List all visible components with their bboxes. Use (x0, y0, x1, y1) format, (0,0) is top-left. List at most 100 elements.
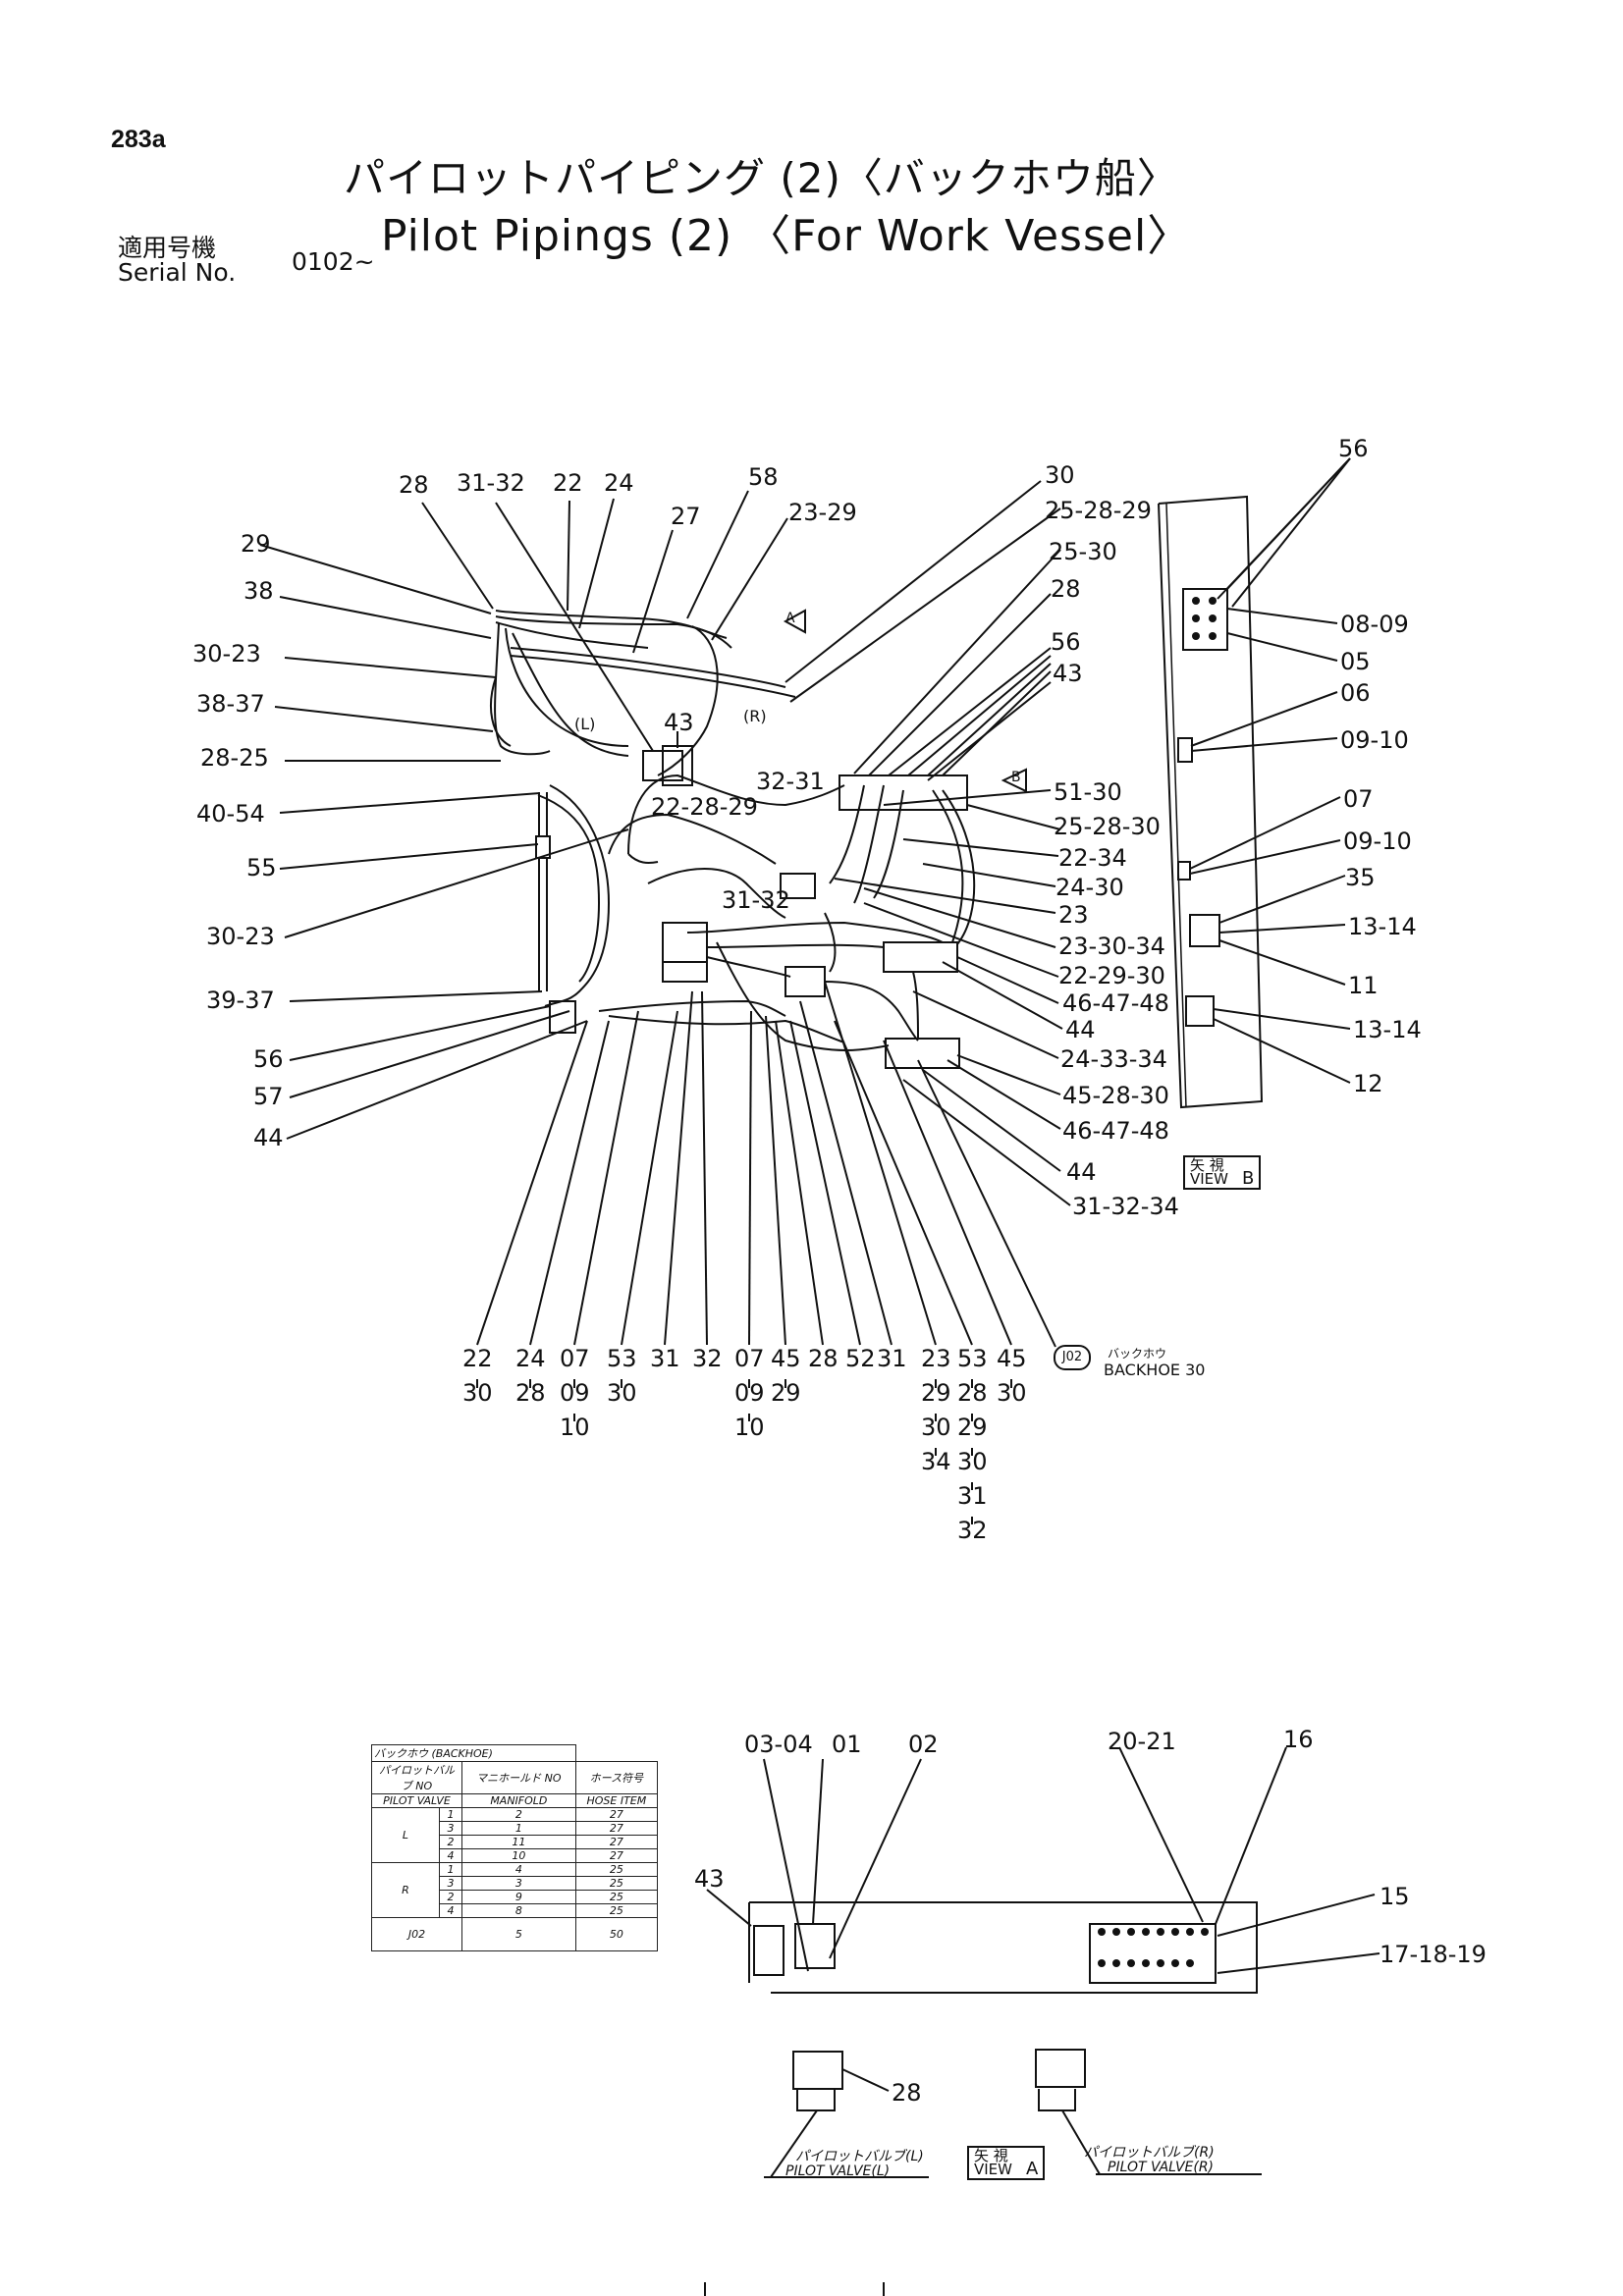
bottom-callout: 45 (771, 1345, 801, 1372)
valve-block-right (784, 966, 826, 997)
callout-29-left: 29 (241, 530, 271, 558)
bottom-callout: 29 (921, 1379, 951, 1407)
callout-56-left: 56 (253, 1045, 284, 1073)
table-cell-pilot-valve: 4 (439, 1848, 462, 1863)
callout-44-right-a: 44 (1065, 1016, 1096, 1043)
callout-23: 23 (1058, 901, 1089, 929)
table-cell-manifold: 11 (461, 1835, 576, 1849)
view-a-tag-jp: 矢 視 (974, 2147, 1008, 2164)
table-header-pilot-valve: PILOT VALVE (371, 1793, 462, 1808)
callout-43-center: 43 (664, 709, 694, 736)
pilot-valve-l-en: PILOT VALVE(L) (785, 2163, 891, 2179)
callout-32-31: 32-31 (756, 768, 825, 795)
callout-24-top: 24 (604, 469, 634, 497)
bottom-callout: 07 (560, 1345, 590, 1372)
table-cell-hose: 25 (574, 1903, 659, 1918)
bottom-callout: 22 (462, 1345, 493, 1372)
manifold-center (780, 873, 816, 899)
backhoe-hose-table: バックホウ (BACKHOE) パイロットバルブ NO マニホールド NO ホー… (371, 1744, 659, 1951)
callout-31-32-34: 31-32-34 (1072, 1193, 1179, 1220)
bottom-callout: 24 (515, 1345, 546, 1372)
table-footer-manifold: 5 (461, 1917, 576, 1951)
callout-28-25: 28-25 (200, 744, 269, 772)
callout-24-33-34: 24-33-34 (1060, 1045, 1167, 1073)
table-cell-manifold: 4 (461, 1862, 576, 1877)
callout-35: 35 (1345, 864, 1376, 891)
callout-01: 01 (832, 1731, 862, 1758)
serial-value: 0102~ (292, 247, 375, 276)
table-cell-pilot-valve: 3 (439, 1821, 462, 1836)
bottom-callout: 53 (607, 1345, 637, 1372)
backhoe-label-en: BACKHOE 30 (1104, 1361, 1206, 1379)
callout-02: 02 (908, 1731, 939, 1758)
table-cell-manifold: 10 (461, 1848, 576, 1863)
serial-label-en: Serial No. (118, 258, 237, 287)
callout-30-23-left-b: 30-23 (206, 923, 275, 950)
callout-07-view-b: 07 (1343, 785, 1374, 813)
valve-block-46b (885, 1038, 960, 1069)
callout-05: 05 (1340, 648, 1371, 675)
callout-23-30-34: 23-30-34 (1058, 933, 1165, 960)
table-cell-pilot-valve: 2 (439, 1835, 462, 1849)
callout-31-32-top: 31-32 (457, 469, 525, 497)
bottom-callout: 31 (957, 1482, 988, 1510)
callout-40-54: 40-54 (196, 800, 265, 828)
view-a-housing (749, 1901, 1258, 1994)
serial-label-jp: 適用号機 (118, 234, 217, 262)
table-cell-manifold: 2 (461, 1807, 576, 1822)
table-title: バックホウ (BACKHOE) (371, 1744, 576, 1762)
table-cell-hose: 27 (574, 1848, 659, 1863)
bottom-callout: 28 (808, 1345, 839, 1372)
callout-57: 57 (253, 1083, 284, 1110)
table-group-label: L (371, 1807, 440, 1863)
callout-30-23-left-a: 30-23 (192, 640, 261, 667)
view-b-tag-letter: B (1242, 1168, 1255, 1189)
callout-25-28-29: 25-28-29 (1045, 497, 1152, 524)
bottom-callout: 52 (845, 1345, 876, 1372)
bottom-callout: 10 (560, 1414, 590, 1441)
view-b-panel (1158, 495, 1264, 1109)
table-cell-pilot-valve: 1 (439, 1862, 462, 1877)
callout-13-14-a: 13-14 (1348, 913, 1417, 940)
bottom-callout: 30 (957, 1448, 988, 1475)
table-cell-manifold: 3 (461, 1876, 576, 1891)
callout-28-lower: 28 (892, 2079, 922, 2107)
table-cell-hose: 25 (574, 1862, 659, 1877)
callout-08-09: 08-09 (1340, 611, 1409, 638)
table-cell-pilot-valve: 2 (439, 1890, 462, 1904)
table-header-hose: HOSE ITEM (574, 1793, 659, 1808)
view-b-tag-en: VIEW (1190, 1170, 1228, 1188)
view-a-arrow (783, 609, 806, 634)
callout-46-47-48-b: 46-47-48 (1062, 1117, 1169, 1145)
table-cell-hose: 27 (574, 1807, 659, 1822)
bottom-callout: 10 (734, 1414, 765, 1441)
table-header-hose-jp: ホース符号 (574, 1761, 659, 1794)
bottom-callout: 30 (607, 1379, 637, 1407)
callout-22-top: 22 (553, 469, 583, 497)
callout-11: 11 (1348, 972, 1379, 999)
table-cell-hose: 25 (574, 1876, 659, 1891)
callout-45-28-30: 45-28-30 (1062, 1082, 1169, 1109)
callout-28-top: 28 (399, 471, 429, 499)
table-footer-hose: 50 (574, 1917, 659, 1951)
callout-39-37: 39-37 (206, 987, 275, 1014)
callout-22-34: 22-34 (1058, 844, 1127, 872)
bottom-callout: 28 (957, 1379, 988, 1407)
callout-25-30: 25-30 (1049, 538, 1117, 565)
callout-30-top: 30 (1045, 461, 1075, 489)
bottom-callout: 30 (462, 1379, 493, 1407)
manifold-top (839, 774, 968, 811)
bottom-callout: 53 (957, 1345, 988, 1372)
table-group-label: R (371, 1862, 440, 1918)
callout-16: 16 (1283, 1726, 1314, 1753)
callout-12: 12 (1353, 1070, 1383, 1097)
bottom-callout: 28 (515, 1379, 546, 1407)
bottom-callout: 23 (921, 1345, 951, 1372)
bottom-callout: 30 (921, 1414, 951, 1441)
